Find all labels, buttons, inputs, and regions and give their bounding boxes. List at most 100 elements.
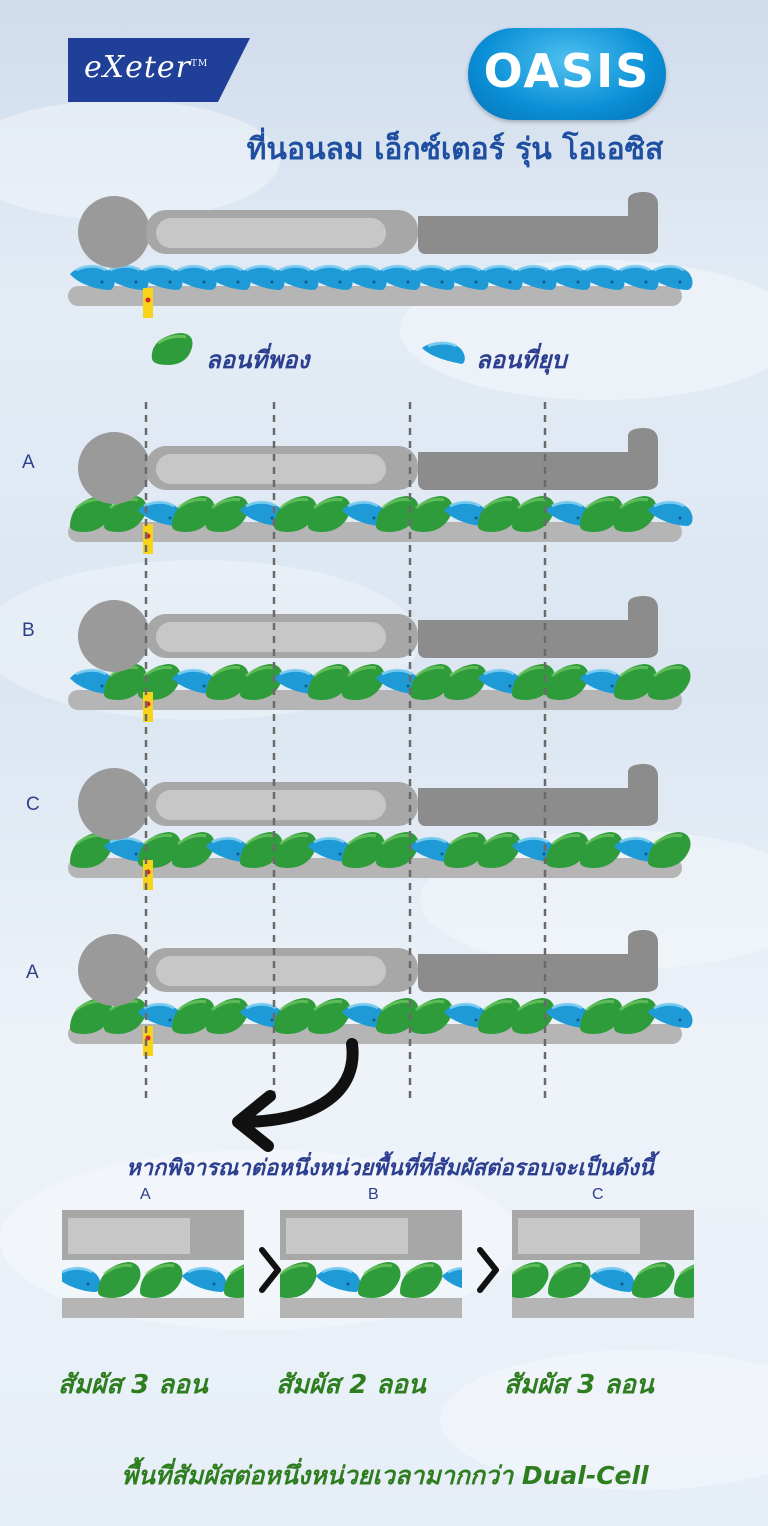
legend-inflated-label: ลอนที่พอง (206, 346, 310, 374)
unit-cell-2 (98, 1262, 141, 1298)
air-cell-2 (104, 836, 149, 862)
air-cell-15 (546, 832, 589, 868)
air-cell-12 (444, 264, 489, 290)
air-cell-11 (410, 664, 453, 700)
unit-cell-4 (400, 1262, 443, 1298)
air-cell-18 (648, 664, 691, 700)
air-cell-14 (512, 264, 557, 290)
mattress-row-3 (68, 764, 691, 890)
air-cell-17 (614, 836, 659, 862)
air-cell-2 (104, 264, 149, 290)
air-cell-16 (580, 998, 623, 1034)
unit-panel-a (62, 1210, 244, 1318)
air-cell-8 (308, 836, 353, 862)
mattress-base (68, 858, 682, 878)
unit-cell-1 (512, 1262, 549, 1298)
air-cell-18 (648, 264, 693, 290)
air-cell-16 (580, 668, 625, 694)
unit-cell-1 (62, 1266, 101, 1292)
patient-figure (78, 428, 658, 504)
air-cell-9 (342, 264, 387, 290)
air-cell-8 (308, 496, 351, 532)
mattress-base (68, 286, 682, 306)
air-cell-11 (410, 836, 455, 862)
inflated-cell-legend-icon (151, 333, 193, 365)
air-cell-9 (342, 832, 385, 868)
patient-figure (78, 596, 658, 672)
unit-cell-5 (442, 1266, 462, 1289)
unit-cell-3 (590, 1266, 635, 1292)
unit-label-a: A (140, 1186, 151, 1203)
unit-area-subtitle: หากพิจารณาต่อหนึ่งหน่วยพื้นที่ที่สัมผัสต… (126, 1156, 654, 1181)
valve-tag (143, 524, 153, 554)
air-cell-12 (444, 500, 489, 526)
air-cell-12 (444, 832, 487, 868)
air-cell-12 (444, 664, 487, 700)
air-cell-9 (342, 664, 385, 700)
air-cell-15 (546, 1002, 591, 1028)
air-cell-8 (308, 664, 351, 700)
unit-cell-4 (632, 1262, 675, 1298)
air-cell-5 (206, 664, 249, 700)
sequence-chevron-1 (259, 1247, 281, 1293)
unit-panel-b (280, 1210, 462, 1318)
unit-cell-4 (182, 1266, 227, 1292)
air-cell-3 (138, 264, 183, 290)
patient-figure (78, 930, 658, 1006)
unit-panel-c (512, 1210, 694, 1318)
legend-deflated-label: ลอนที่ยุบ (476, 346, 567, 374)
air-cell-5 (206, 836, 251, 862)
air-cell-1 (70, 668, 115, 694)
air-cell-7 (274, 264, 319, 290)
valve-tag (143, 692, 153, 722)
contact-label-b: สัมผัส 2 ลอน (276, 1370, 426, 1400)
mattress-row-2 (68, 596, 691, 722)
air-cell-10 (376, 832, 419, 868)
row-label-4: A (26, 962, 39, 983)
air-cell-17 (614, 264, 659, 290)
air-cell-8 (308, 998, 351, 1034)
unit-cell-5 (674, 1264, 694, 1298)
air-cell-3 (138, 500, 183, 526)
air-cell-6 (240, 832, 283, 868)
air-cell-10 (376, 264, 421, 290)
air-cell-16 (580, 496, 623, 532)
contact-label-a: สัมผัส 3 ลอน (58, 1370, 208, 1400)
air-cell-13 (478, 264, 523, 290)
deflated-cell-legend-icon (422, 341, 465, 364)
air-cell-9 (342, 500, 387, 526)
air-cell-5 (206, 496, 249, 532)
air-cell-18 (648, 1002, 693, 1028)
air-cell-13 (478, 496, 521, 532)
air-cell-11 (410, 264, 455, 290)
unit-label-c: C (592, 1186, 604, 1203)
air-cell-5 (206, 264, 251, 290)
mattress-row-1 (68, 428, 693, 554)
row-label-3: C (26, 794, 40, 815)
air-cell-10 (376, 496, 419, 532)
unit-cell-5 (224, 1264, 244, 1298)
air-cell-3 (138, 664, 181, 700)
air-cell-17 (614, 664, 657, 700)
air-cell-14 (512, 836, 557, 862)
air-cell-5 (206, 998, 249, 1034)
air-cell-4 (172, 264, 217, 290)
air-cell-15 (546, 664, 589, 700)
unit-cell-3 (140, 1262, 183, 1298)
exeter-logo (68, 38, 250, 102)
air-cell-18 (648, 832, 691, 868)
row-label-1: A (22, 452, 35, 473)
exeter-logo-text: eXeterTM (84, 50, 209, 85)
air-cell-15 (546, 264, 591, 290)
patient-figure (78, 192, 658, 268)
air-cell-4 (172, 668, 217, 694)
row-label-2: B (22, 620, 35, 641)
air-cell-7 (274, 998, 317, 1034)
unit-cell-1 (280, 1262, 317, 1298)
contact-label-c: สัมผัส 3 ลอน (504, 1370, 654, 1400)
air-cell-7 (274, 496, 317, 532)
unit-cell-2 (316, 1266, 361, 1292)
air-cell-3 (138, 832, 181, 868)
air-cell-13 (478, 668, 523, 694)
